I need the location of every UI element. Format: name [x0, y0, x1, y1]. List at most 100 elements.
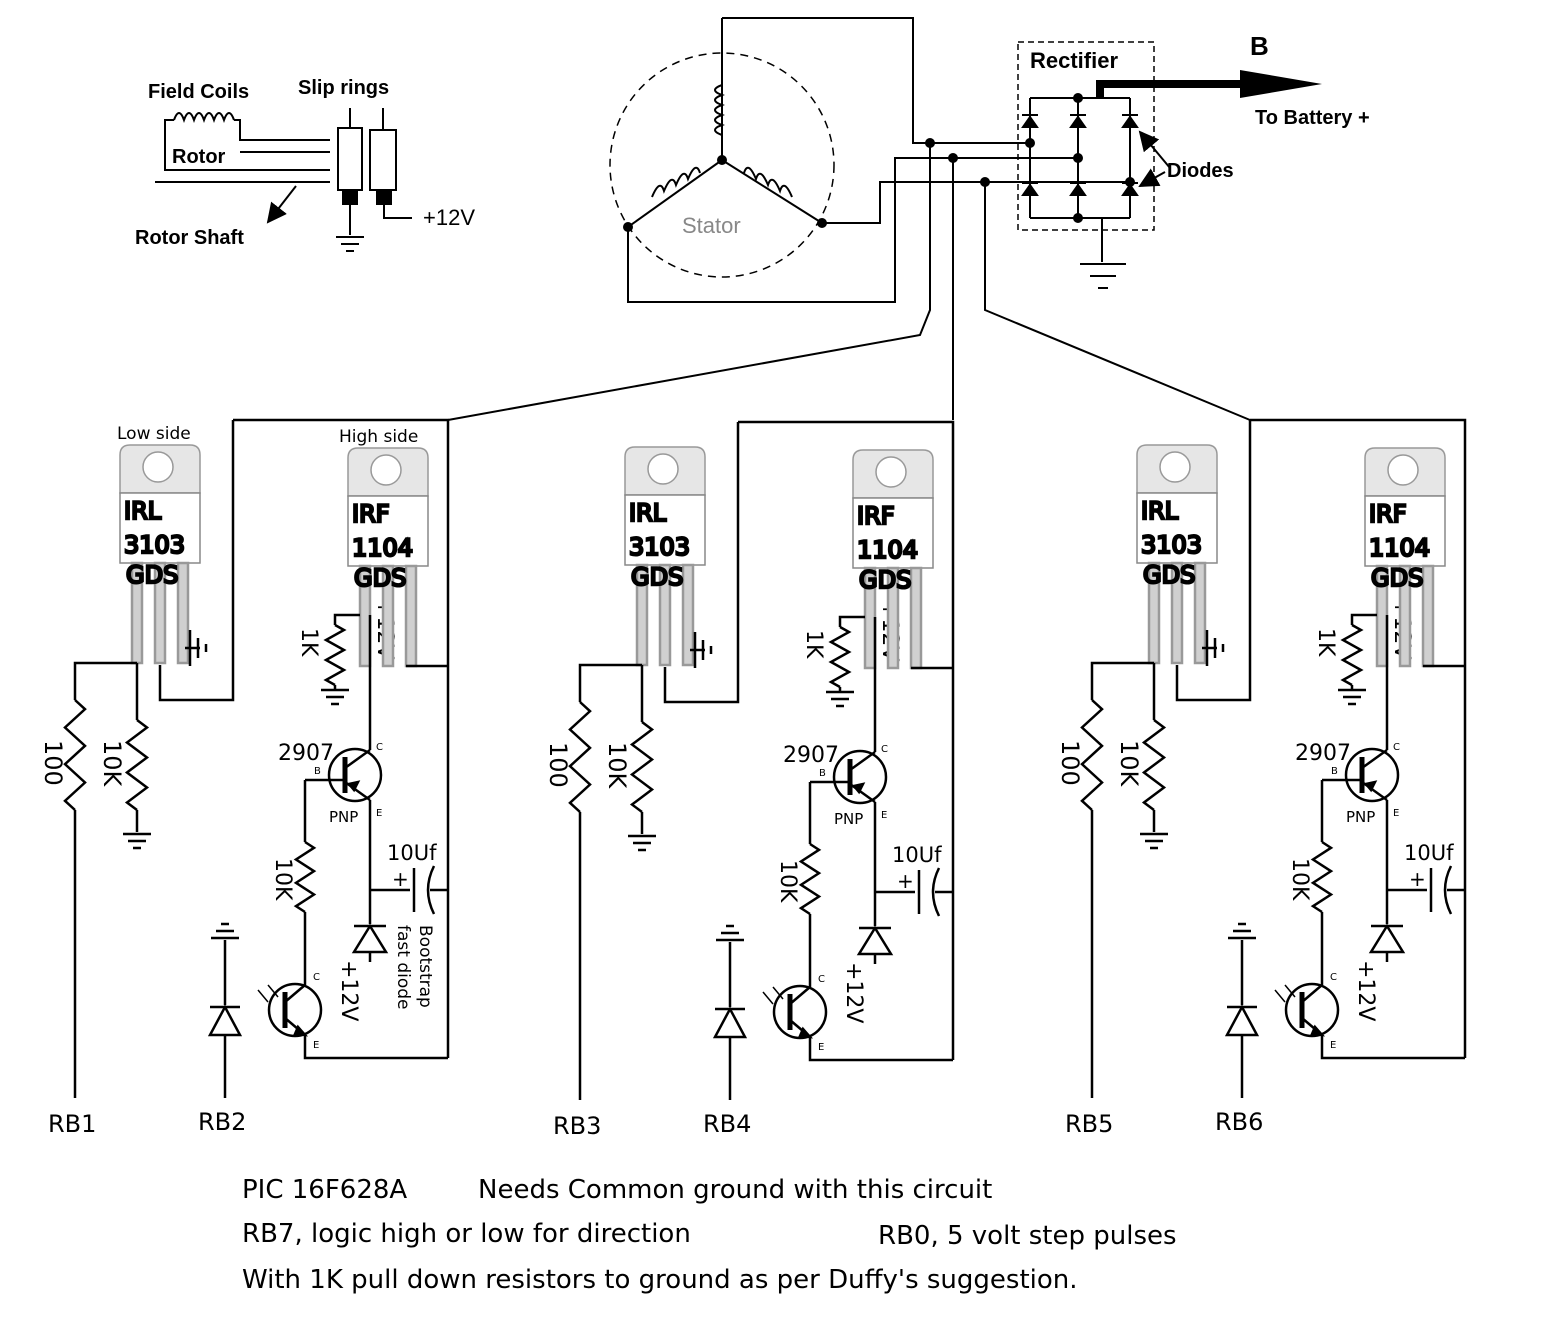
pnp-part-label: 2907	[278, 741, 334, 766]
pic-label: PIC 16F628A	[242, 1175, 407, 1205]
stage-labels: 10010K1K+12V2907PNPBCE10K10Uf++12VCERB3R…	[544, 600, 942, 1140]
pulldown-resistor	[124, 719, 150, 811]
pnp-type-label: PNP	[834, 810, 863, 828]
opto-collector-pin: C	[1330, 972, 1337, 983]
opto-emitter-pin: E	[818, 1042, 824, 1053]
mosfet-type-label: IRL	[1141, 497, 1179, 525]
base-resistor-label: 10K	[1287, 858, 1312, 901]
ground-icon	[826, 690, 854, 708]
ground-icon	[693, 632, 713, 668]
pnp-part-label: 2907	[1295, 741, 1351, 766]
pnp-type-label: PNP	[1346, 808, 1375, 826]
pnp-transistor	[1344, 747, 1400, 803]
optocoupler-transistor	[257, 982, 323, 1038]
rotor-label: Rotor	[172, 146, 226, 168]
mosfet-type-label: IRF	[1369, 500, 1407, 528]
mosfet-type-label: IRL	[629, 499, 667, 527]
stator-diagram	[447, 17, 1322, 421]
stator-winding-icon	[714, 84, 725, 136]
pulldown-resistor	[1141, 719, 1167, 811]
mosfet-pins-label: GDS	[1143, 561, 1195, 589]
ground-icon	[211, 922, 239, 940]
capacitor-label: 10Uf	[387, 841, 437, 865]
diode-supply-label: +12V	[841, 962, 866, 1023]
diode-supply-label: +12V	[336, 960, 361, 1021]
field-coil-icon	[173, 112, 235, 123]
led-icon	[1224, 922, 1260, 1098]
pnp-base-pin: B	[1331, 766, 1338, 777]
base-resistor	[293, 840, 317, 914]
slip-ring-2	[369, 129, 397, 191]
ground-icon	[321, 688, 349, 706]
gate-resistor-label: 100	[1056, 740, 1084, 786]
capacitor-label: 10Uf	[892, 843, 942, 867]
gate-resistor	[63, 699, 87, 811]
ground-icon	[188, 630, 208, 666]
pnp-base-pin: B	[819, 768, 826, 779]
pulldown-resistor-label: 10K	[98, 740, 126, 788]
low-side-input-label: RB3	[553, 1112, 601, 1140]
gate-resistor-label: 100	[39, 740, 67, 786]
ground-icon	[1080, 263, 1126, 289]
gate-pulldown-resistor	[1340, 623, 1364, 687]
high-side-input-label: RB4	[703, 1110, 751, 1138]
base-resistor	[1310, 840, 1334, 914]
notes: PIC 16F628A Needs Common ground with thi…	[242, 1175, 1177, 1295]
pnp-emitter-pin: E	[376, 808, 382, 819]
diodes-label: Diodes	[1167, 160, 1234, 182]
slip-ring-1	[337, 127, 363, 191]
low-side-input-label: RB5	[1065, 1110, 1113, 1138]
pnp-collector-pin: C	[1393, 742, 1400, 753]
mosfet-type-label: IRL	[124, 497, 162, 525]
pulldown-note: With 1K pull down resistors to ground as…	[242, 1265, 1078, 1295]
bootstrap-diode	[351, 923, 389, 954]
ground-icon	[628, 834, 656, 852]
gate-resistor-label: 100	[544, 742, 572, 788]
ground-icon	[716, 924, 744, 942]
rb0-note: RB0, 5 volt step pulses	[878, 1221, 1177, 1251]
rotor-shaft-label: Rotor Shaft	[135, 227, 244, 249]
high-side-label: High side	[339, 427, 418, 447]
common-ground-note: Needs Common ground with this circuit	[478, 1175, 992, 1205]
base-resistor-label: 10K	[775, 860, 800, 903]
capacitor-plus-label: +	[1409, 867, 1426, 891]
optocoupler-transistor	[1274, 982, 1340, 1038]
ground-icon	[1228, 922, 1256, 940]
capacitor-label: 10Uf	[1404, 841, 1454, 865]
field-coils-label: Field Coils	[148, 81, 249, 103]
mosfet-number-label: 1104	[857, 536, 918, 564]
mosfet-number-label: 1104	[352, 534, 413, 562]
pnp-transistor	[832, 749, 888, 805]
rotor-supply-label: +12V	[423, 205, 475, 230]
mosfet-pins-label: GDS	[1371, 564, 1423, 592]
bootstrap-diode	[1368, 923, 1406, 954]
stator-label: Stator	[682, 213, 741, 238]
ground-icon	[336, 236, 364, 252]
mosfet-number-label: 3103	[629, 533, 690, 561]
bootstrap-label-2: fast diode	[393, 925, 413, 1010]
rb7-note: RB7, logic high or low for direction	[242, 1219, 691, 1249]
pulldown-resistor	[629, 721, 655, 813]
driver-stage-3: 10010K1K+12V2907PNPBCE10K10Uf++12VCERB5R…	[1056, 418, 1467, 1138]
opto-collector-pin: C	[818, 974, 825, 985]
opto-collector-pin: C	[313, 972, 320, 983]
rotor-diagram	[155, 108, 412, 252]
gate-pulldown-label: 1K	[1313, 628, 1338, 657]
stator-outline	[609, 52, 835, 278]
pnp-collector-pin: C	[376, 742, 383, 753]
pulldown-resistor-label: 10K	[1115, 740, 1143, 788]
mosfet-number-label: 3103	[124, 531, 185, 559]
to-battery-label: To Battery +	[1255, 107, 1370, 129]
mosfet-pins-label: GDS	[126, 561, 178, 589]
led-icon	[712, 924, 748, 1100]
mosfet-number-label: 1104	[1369, 534, 1430, 562]
base-resistor-label: 10K	[270, 858, 295, 901]
